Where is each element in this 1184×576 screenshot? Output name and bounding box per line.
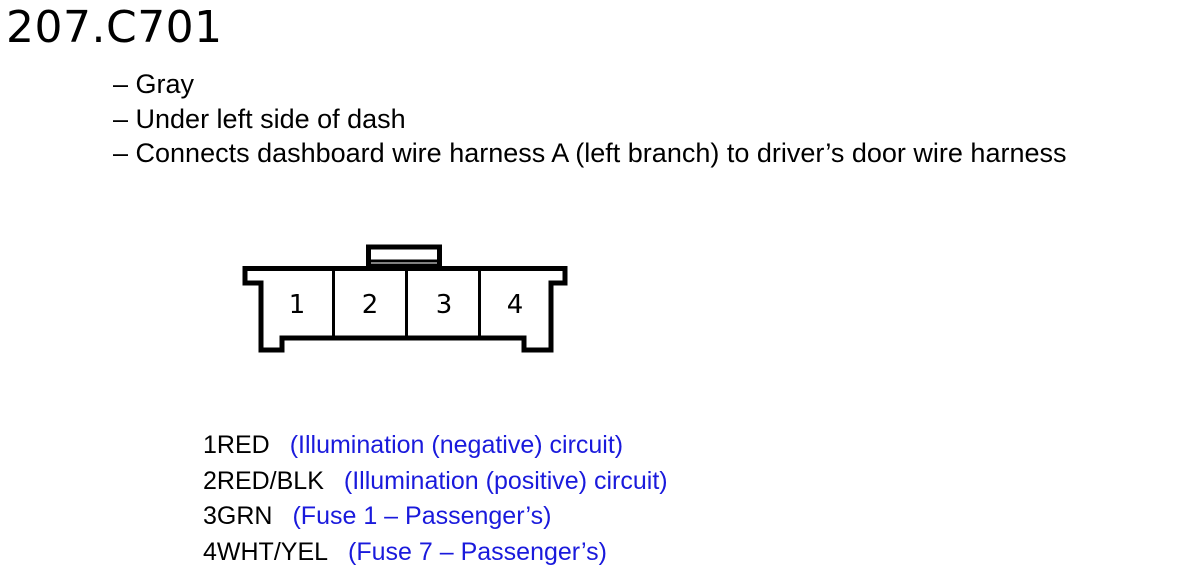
cavity-number-4: 4 [507,290,524,320]
pin-code: 3GRN [203,502,273,530]
cavity-number-3: 3 [436,290,453,320]
connector-title: 207.C701 [6,2,223,53]
note-location: – Under left side of dash [113,103,406,134]
cavity-number-1: 1 [289,290,306,320]
note-color: – Gray [113,69,195,99]
pin-description: (Fuse 7 – Passenger’s) [348,537,607,566]
pin-row: 2RED/BLK (Illumination (positive) circuit… [203,464,668,500]
pin-row: 4WHT/YEL (Fuse 7 – Passenger’s) [203,535,668,571]
pin-description: (Fuse 1 – Passenger’s) [292,502,552,530]
connector-lock-tab [366,244,442,269]
connector-diagram: 1 2 3 4 [242,244,568,353]
pin-code: 4WHT/YEL [203,537,329,566]
pin-row: 3GRN (Fuse 1 – Passenger’s) [203,499,668,535]
connector-notes: – Gray – Under left side of dash – Conne… [113,67,1067,171]
pin-list: 1RED (Illumination (negative) circuit) 2R… [203,428,668,570]
pin-code: 1RED [203,431,270,459]
pin-row: 1RED (Illumination (negative) circuit) [203,428,668,464]
pin-code: 2RED/BLK [203,466,324,495]
pin-description: (Illumination (positive) circuit) [343,466,668,495]
connector-housing [242,266,568,353]
cavity-number-2: 2 [362,290,379,320]
connector-outline [242,244,568,353]
pin-description: (Illumination (negative) circuit) [289,431,624,459]
note-connection: – Connects dashboard wire harness A (lef… [113,138,1067,168]
